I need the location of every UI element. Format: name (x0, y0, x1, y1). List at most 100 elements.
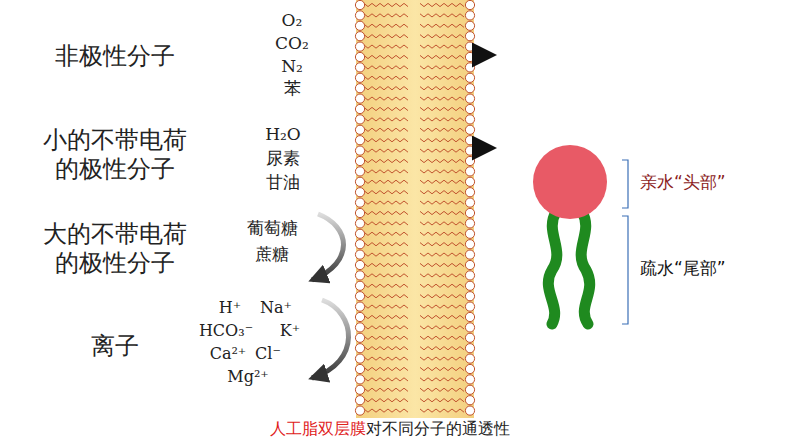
lipid-tail (364, 357, 408, 360)
ion: Mg²⁺ (227, 367, 268, 386)
lipid-tail (364, 367, 408, 370)
lipid-tail (364, 347, 408, 350)
lipid-tail (364, 232, 408, 235)
lipid-tail (420, 326, 464, 329)
lipid-head (355, 156, 364, 165)
lipid-head (465, 281, 474, 290)
lipid-head (465, 385, 474, 394)
molecule: 蔗糖 (255, 244, 289, 264)
permeate-arrow (322, 53, 492, 58)
permeate-arrow (322, 146, 492, 151)
lipid-head (465, 156, 474, 165)
lipid-head (355, 11, 364, 20)
lipid-head (465, 250, 474, 259)
lipid-head (465, 271, 474, 280)
lipid-tail (420, 139, 464, 142)
lipid-tail (364, 409, 408, 412)
lipid-tail (364, 128, 408, 131)
lipid-head (465, 333, 474, 342)
lipid-tail (420, 367, 464, 370)
lipid-head (465, 188, 474, 197)
lipid-head (355, 364, 364, 373)
lipid-tail (420, 180, 464, 183)
lipid-head (465, 94, 474, 103)
lipid-tail (364, 118, 408, 121)
lipid-tail (420, 159, 464, 162)
lipid-tail (420, 243, 464, 246)
molecule: H₂O (265, 124, 301, 144)
lipid-head (465, 73, 474, 82)
lipid-tail (420, 399, 464, 402)
lipid-head (355, 104, 364, 113)
lipid-tail (364, 45, 408, 48)
lipid-tail (420, 201, 464, 204)
caption-highlight: 人工脂双层膜 (270, 419, 366, 438)
molecule: N₂ (281, 56, 303, 76)
lipid-head (533, 145, 607, 219)
lipid-tail (364, 97, 408, 100)
lipid-tail (420, 211, 464, 214)
lipid-head (355, 240, 364, 249)
ion: H⁺ (219, 298, 241, 317)
class-label: 大的不带电荷 的极性分子 (30, 220, 200, 278)
lipid-tail (420, 24, 464, 27)
part-label: 疏水“尾部” (640, 258, 758, 278)
molecule: O₂ (282, 10, 303, 30)
class-label: 非极性分子 (55, 42, 175, 71)
lipid-head (465, 177, 474, 186)
lipid-tail (420, 222, 464, 225)
lipid-head (465, 240, 474, 249)
lipid-head (355, 198, 364, 207)
lipid-tails (364, 3, 464, 412)
lipid-head (465, 84, 474, 93)
lipid-head (465, 63, 474, 72)
lipid-head (355, 84, 364, 93)
lipid-head (355, 250, 364, 259)
lipid-tail (420, 357, 464, 360)
class-label: 离子 (91, 332, 139, 361)
lipid-tail (420, 66, 464, 69)
molecule: 甘油 (266, 172, 300, 192)
lipid-head (465, 42, 474, 51)
lipid-head (355, 42, 364, 51)
ion: Cl⁻ (255, 344, 281, 363)
lipid-tail (364, 253, 408, 256)
lipid-tail (420, 284, 464, 287)
lipid-tail (420, 305, 464, 308)
lipid-head (465, 11, 474, 20)
lipid-tail (420, 409, 464, 412)
lipid-head (355, 281, 364, 290)
lipid-tail (364, 305, 408, 308)
lipid-tail (364, 66, 408, 69)
lipid-head (465, 0, 474, 9)
lipid-tail (364, 336, 408, 339)
lipid-head (465, 406, 474, 415)
lipid-head (355, 63, 364, 72)
lipid-tail (364, 180, 408, 183)
lipid-head (355, 167, 364, 176)
lipid-head (355, 115, 364, 124)
lipid-tail (420, 128, 464, 131)
lipid-head (355, 136, 364, 145)
lipid-tail (364, 326, 408, 329)
lipid-head (355, 177, 364, 186)
lipid-tail (364, 170, 408, 173)
lipid-head (465, 198, 474, 207)
lipid-head (355, 323, 364, 332)
lipid-tail (364, 211, 408, 214)
lipid-head (355, 302, 364, 311)
lipid-tail (364, 295, 408, 298)
lipid-tail (364, 388, 408, 391)
lipid-head (355, 344, 364, 353)
class-label: 小的不带电荷 的极性分子 (30, 126, 200, 184)
lipid-tail (420, 336, 464, 339)
lipid-tail (364, 315, 408, 318)
lipid-tail (420, 35, 464, 38)
lipid-head (355, 292, 364, 301)
lipid-tail (420, 253, 464, 256)
lipid-head (355, 271, 364, 280)
lipid-tail (420, 107, 464, 110)
lipid-tail (364, 35, 408, 38)
lipid-tail (364, 399, 408, 402)
lipid-tail (420, 347, 464, 350)
